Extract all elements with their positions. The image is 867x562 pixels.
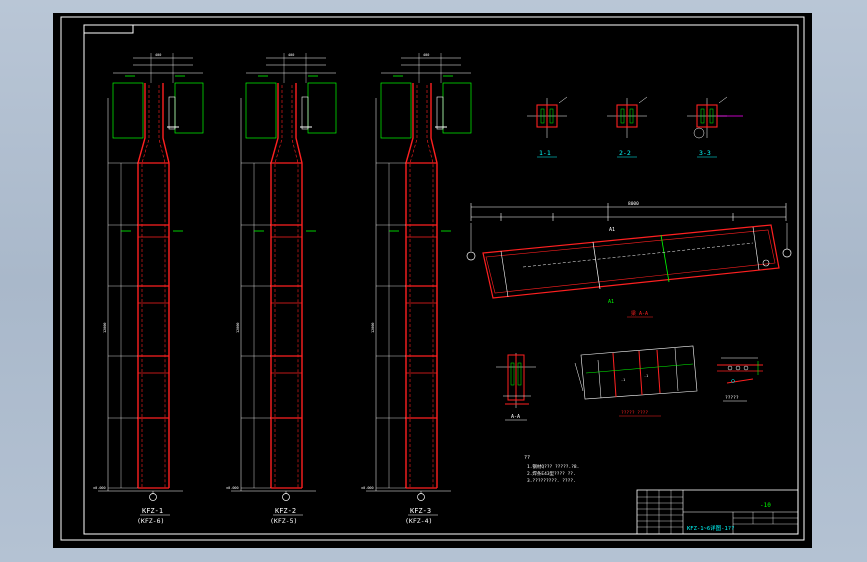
column-kfz-1: KFZ-1 (KFZ-6) ±0.000 400 12000 — [93, 53, 204, 525]
column-alt-label: (KFZ-5) — [270, 517, 297, 525]
section-2-2: 2-2 — [607, 96, 648, 158]
sheet-border — [60, 16, 805, 541]
column-alt-label: (KFZ-6) — [137, 517, 164, 525]
drawing-frame — [83, 24, 799, 535]
top-width-dim: 400 — [288, 53, 294, 57]
base-elevation-label: ±0.000 — [226, 486, 239, 490]
column-height-dim: 12000 — [236, 322, 240, 333]
detail-a-title: A-A — [511, 414, 520, 420]
column-name-label: KFZ-2 — [275, 507, 296, 515]
section-title: 1-1 — [539, 149, 551, 157]
beam-elevation: 8000 A1 A1 梁 A-A — [466, 201, 792, 318]
column-name-label: KFZ-3 — [410, 507, 431, 515]
column-height-dim: 12000 — [371, 322, 375, 333]
svg-text:-1: -1 — [644, 374, 648, 378]
notes-line-2: 2.焊条E43型???? ??. — [527, 470, 576, 477]
top-width-dim: 400 — [155, 53, 161, 57]
column-kfz-2: KFZ-2 (KFZ-5) ±0.000 400 12000 — [226, 53, 337, 525]
base-elevation-label: ±0.000 — [93, 486, 106, 490]
detail-c: ????? — [717, 357, 763, 402]
section-title: 2-2 — [619, 149, 631, 157]
sheet-number: -10 — [760, 502, 771, 509]
notes-block: ?? 1.钢材Q??? ?????.?8. 2.焊条E43型???? ??. 3… — [524, 455, 579, 484]
section-title: 3-3 — [699, 149, 711, 157]
notes-line-3: 3.?????????. ????. — [527, 478, 576, 484]
beam-span-dim: 8000 — [628, 201, 639, 207]
sections-layer: 1-1 2-2 3-3 — [527, 96, 743, 158]
detail-a-a: A-A — [496, 353, 536, 421]
detail-b: -1 -1 ????? ???? — [574, 345, 698, 417]
column-kfz-3: KFZ-3 (KFZ-4) ±0.000 400 12000 — [361, 53, 472, 525]
column-height-dim: 12000 — [103, 322, 107, 333]
top-width-dim: 400 — [423, 53, 429, 57]
frame-tab — [84, 25, 134, 34]
notes-heading: ?? — [524, 455, 530, 461]
beam-label-a1: A1 — [609, 227, 615, 233]
beam-label-a1-bottom: A1 — [608, 299, 614, 305]
drawing-title: KFZ-1~6详图-1?? — [687, 524, 734, 532]
column-alt-label: (KFZ-4) — [405, 517, 432, 525]
section-1-1: 1-1 — [527, 96, 568, 158]
notes-line-1: 1.钢材Q??? ?????.?8. — [527, 463, 579, 470]
beam-title: 梁 A-A — [631, 310, 648, 317]
column-name-label: KFZ-1 — [142, 507, 163, 515]
title-block: -10 KFZ-1~6详图-1?? — [636, 489, 799, 535]
section-3-3: 3-3 — [687, 96, 743, 158]
base-elevation-label: ±0.000 — [361, 486, 374, 490]
detail-c-title: ????? — [725, 395, 739, 401]
detail-b-title: ????? ???? — [621, 410, 648, 416]
svg-text:-1: -1 — [621, 378, 625, 382]
